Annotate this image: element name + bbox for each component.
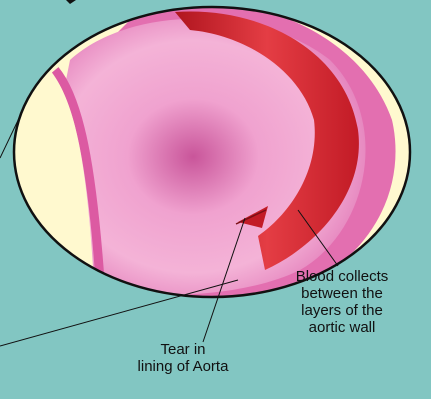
label-blood-collects: Blood collects between the layers of the…: [272, 268, 412, 336]
leader-line-left-lower: [0, 280, 238, 346]
label-tear-in-lining: Tear in lining of Aorta: [108, 341, 258, 375]
top-frame-stub: [66, 0, 76, 4]
